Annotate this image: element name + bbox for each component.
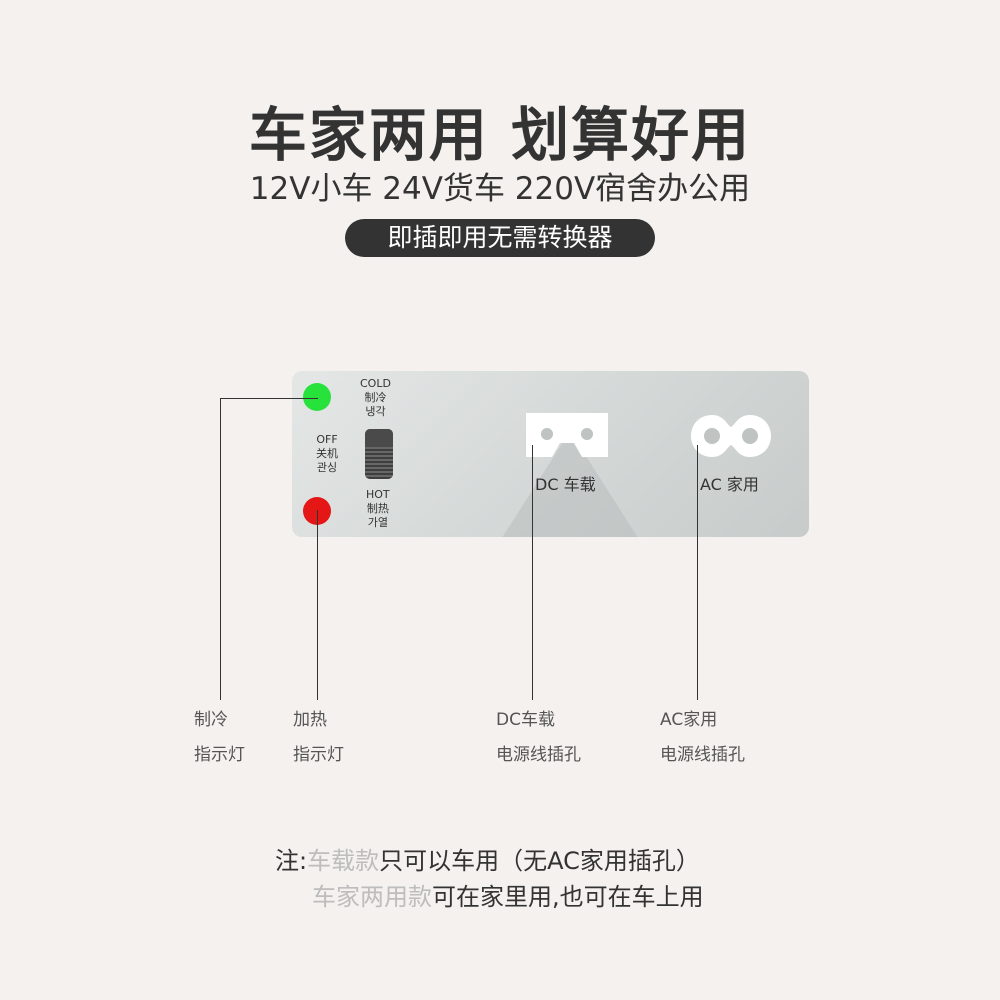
panel-shadow	[500, 431, 640, 537]
off-label-en: OFF	[316, 433, 338, 446]
switch-grip	[365, 447, 393, 479]
hot-label-ko: 가열	[367, 516, 388, 529]
cold-leader-horizontal	[220, 398, 318, 399]
note-prefix: 注:	[275, 847, 308, 875]
cold-callout: 制冷 指示灯	[194, 703, 245, 773]
note-car-model: 车载款	[307, 847, 380, 875]
cold-label-ko: 냉각	[365, 405, 386, 418]
cold-mode-label: COLD 制冷 냉각	[360, 377, 391, 419]
hot-leader-line	[317, 510, 318, 700]
hot-callout-line2: 指示灯	[293, 745, 344, 765]
dc-leader-line	[532, 445, 533, 700]
mode-switch[interactable]	[365, 429, 393, 479]
ac-callout: AC家用 电源线插孔	[660, 703, 745, 773]
note-car-model-text: 只可以车用（无AC家用插孔）	[379, 847, 700, 875]
note-line-2: 车家两用款可在家里用,也可在车上用	[312, 877, 704, 912]
page-subtitle: 12V小车 24V货车 220V宿舍办公用	[249, 171, 751, 207]
dc-callout-line1: DC车载	[496, 710, 555, 730]
page-title: 车家两用 划算好用	[248, 101, 752, 169]
hot-callout-line1: 加热	[293, 710, 327, 730]
note-dual-model-text: 可在家里用,也可在车上用	[432, 883, 704, 911]
ac-callout-line1: AC家用	[660, 710, 718, 730]
ac-callout-line2: 电源线插孔	[660, 745, 745, 765]
hot-mode-label: HOT 制热 가열	[366, 488, 390, 530]
hot-label-en: HOT	[366, 488, 390, 501]
ac-leader-line	[697, 445, 698, 700]
dc-socket-icon	[526, 413, 608, 457]
off-label-ko: 관싱	[316, 461, 338, 474]
ac-socket-icon	[691, 415, 771, 457]
hot-callout: 加热 指示灯	[293, 703, 344, 773]
cold-label-en: COLD	[360, 377, 391, 390]
dc-callout-line2: 电源线插孔	[496, 745, 581, 765]
dc-socket-label: DC 车载	[535, 475, 596, 494]
cold-indicator-light	[303, 383, 331, 411]
cold-label-zh: 制冷	[364, 391, 387, 404]
control-panel: COLD 制冷 냉각 OFF 关机 관싱 HOT 制热 가열 DC 车载 AC …	[292, 371, 809, 537]
cold-leader-vertical	[220, 398, 221, 700]
cold-callout-line1: 制冷	[194, 710, 228, 730]
feature-badge: 即插即用无需转换器	[345, 219, 655, 257]
switch-body	[365, 429, 393, 447]
note-line-1: 注:车载款只可以车用（无AC家用插孔）	[275, 841, 700, 876]
note-dual-model: 车家两用款	[312, 883, 432, 911]
cold-callout-line2: 指示灯	[194, 745, 245, 765]
off-mode-label: OFF 关机 관싱	[316, 433, 338, 475]
hot-label-zh: 制热	[366, 502, 389, 515]
dc-callout: DC车载 电源线插孔	[496, 703, 581, 773]
ac-socket-label: AC 家用	[700, 475, 759, 494]
off-label-zh: 关机	[316, 447, 338, 460]
